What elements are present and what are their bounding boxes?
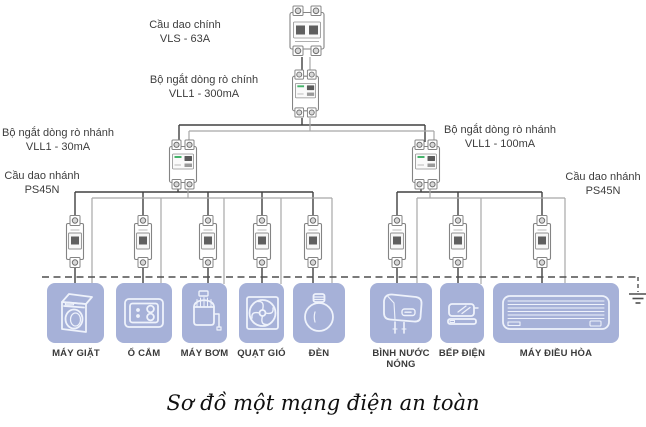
label-line: VLL1 - 30mA (25, 140, 91, 153)
appliance-label: BẾP ĐIỆN (438, 348, 486, 359)
power-socket-icon (124, 298, 164, 328)
earth-line (42, 276, 639, 292)
left-branch-rcd-label: Bộ ngắt dòng rò nhánh VLL1 - 30mA (0, 127, 116, 154)
appliance-label: MÁY GIẶT (52, 348, 100, 359)
left-branch-rcd-device (168, 139, 198, 190)
label-line: Bộ ngắt dòng rò nhánh (444, 124, 556, 136)
appliance-label: Ổ CẮM (127, 348, 161, 359)
appliance-electric-stove (440, 283, 484, 343)
branch-breaker-device (65, 214, 85, 269)
washing-machine-icon (60, 293, 93, 333)
electric-stove-icon (447, 303, 479, 325)
label-line: PS45N (24, 183, 60, 196)
appliance-fan (239, 283, 284, 343)
branch-breaker-device (532, 214, 552, 269)
appliance-washing-machine (47, 283, 104, 343)
label-line: Cầu dao chính (149, 19, 221, 31)
appliance-label: ĐÈN (308, 348, 330, 359)
main-rcd-label: Bộ ngắt dòng rò chính VLL1 - 300mA (114, 74, 294, 101)
label-line: Bộ ngắt dòng rò nhánh (2, 127, 114, 139)
branch-breaker-device (198, 214, 218, 269)
appliance-air-conditioner (493, 283, 619, 343)
appliance-power-socket (116, 283, 172, 343)
appliance-lamp (293, 283, 345, 343)
branch-breaker-device (303, 214, 323, 269)
branch-breaker-device (252, 214, 272, 269)
appliance-label: QUẠT GIÓ (237, 348, 286, 359)
appliance-label: BÌNH NƯỚC NÓNG (372, 348, 430, 370)
appliance-water-heater (370, 283, 432, 343)
appliance-label: MÁY ĐIỀU HÒA (519, 348, 593, 359)
label-line: PS45N (585, 184, 621, 197)
air-conditioner-icon (502, 295, 610, 330)
label-line: Bộ ngắt dòng rò chính (149, 74, 259, 86)
branch-breaker-devices (65, 214, 552, 269)
label-line: Cầu dao nhánh (565, 171, 641, 183)
diagram-caption: Sơ đồ một mạng điện an toàn (166, 391, 480, 415)
right-branch-breakers-label: Cầu dao nhánh PS45N (560, 171, 646, 198)
main-breaker-label: Cầu dao chính VLS - 63A (105, 19, 265, 46)
main-breaker-device (289, 5, 325, 57)
label-line: VLL1 - 100mA (464, 137, 536, 150)
ground-symbol-icon (629, 293, 646, 304)
label-line: VLL1 - 300mA (168, 87, 240, 100)
appliance-water-pump (182, 283, 227, 343)
branch-breaker-device (448, 214, 468, 269)
left-branch-breakers-label: Cầu dao nhánh PS45N (0, 170, 84, 197)
fan-icon (245, 296, 279, 330)
branch-breaker-device (133, 214, 153, 269)
light-bulb-icon (304, 293, 334, 332)
right-branch-rcd-label: Bộ ngắt dòng rò nhánh VLL1 - 100mA (420, 124, 580, 151)
label-line: VLS - 63A (159, 32, 211, 45)
branch-breaker-device (387, 214, 407, 269)
label-line: Cầu dao nhánh (4, 170, 80, 182)
appliance-label: MÁY BƠM (180, 348, 229, 359)
water-pump-icon (192, 290, 222, 331)
main-rcd-device (291, 69, 320, 118)
water-heater-icon (383, 293, 423, 334)
